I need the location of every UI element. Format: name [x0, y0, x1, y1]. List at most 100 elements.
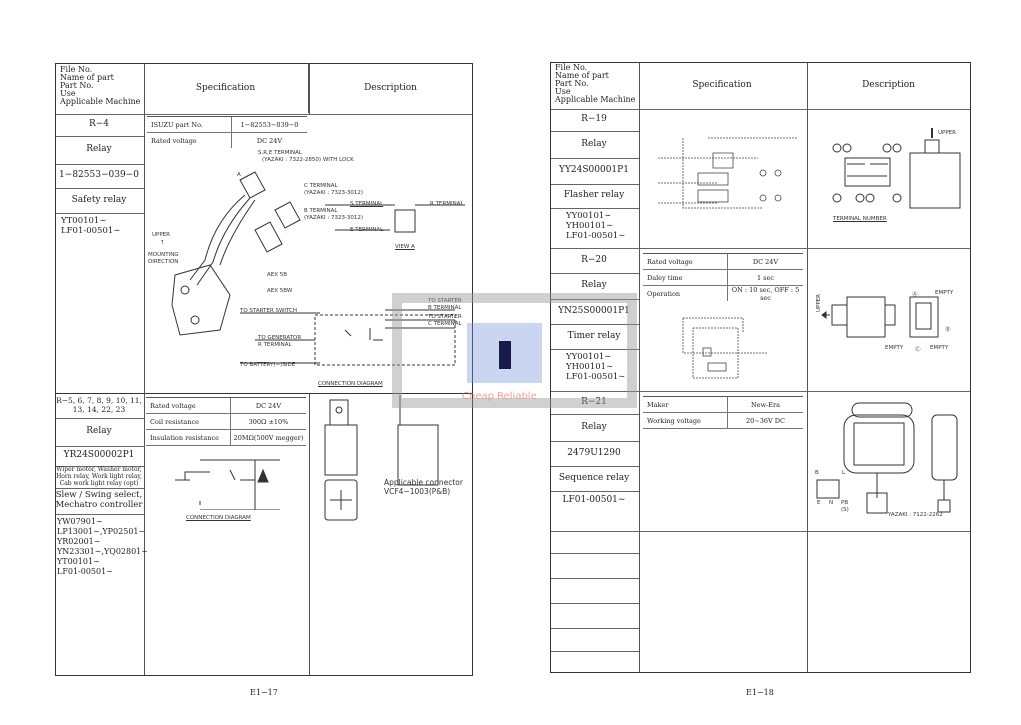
r21-label-s: (S): [841, 507, 849, 513]
label-r-terminal: R TERMINAL: [430, 201, 464, 207]
watermark-text: Cheap Reliable: [462, 391, 537, 402]
spec-value: ON : 10 sec, OFF : 5 sec: [731, 285, 800, 302]
left-page-table: [55, 63, 473, 676]
spec-key: Rated voltage: [643, 254, 728, 269]
machine: LF01-00501∼: [566, 372, 626, 382]
machine: LF01-00501∼: [57, 567, 113, 576]
r20-terminal-b: Ⓑ: [945, 327, 951, 333]
machine: YT00101∼: [61, 216, 107, 226]
header-use: Use: [555, 87, 571, 96]
header-file-no: File No.: [555, 63, 588, 72]
r4-name: Relay: [86, 144, 112, 154]
r5-connection-diagram: [175, 459, 280, 510]
r20-name: Relay: [581, 280, 607, 290]
r21-machines: LF01-00501∼: [550, 490, 638, 510]
r20-terminal-c: Ⓒ: [915, 347, 921, 353]
use-line: Mechatro controller: [55, 500, 143, 510]
spec-key: Rated voltage: [146, 398, 231, 413]
right-page-number: E1−18: [746, 688, 774, 697]
r21-yazaki-label: YAZAKI : 7122-2262: [888, 512, 943, 518]
header-description-right: Description: [862, 80, 915, 90]
applicable-connector-label: Applicable connector: [384, 478, 463, 487]
r20-upper-label: UPPER: [815, 294, 822, 312]
label-c-terminal: C TERMINAL: [304, 183, 338, 189]
r5-name: Relay: [86, 426, 112, 436]
header-part: Part No.: [60, 81, 94, 90]
r20-part: YN25S00001P1: [558, 305, 630, 316]
left-page-number: E1−17: [250, 688, 278, 697]
r19-machines: YY00101∼YH00101∼LF01-00501∼: [550, 207, 654, 251]
label-to-starter-b: TO STARTER: [428, 298, 462, 304]
spec-key: Rated voltage: [147, 133, 232, 148]
r19-file: R−19: [581, 114, 607, 124]
machine: YN23301∼,YQ02801∼: [57, 547, 148, 556]
r21-file: R−21: [581, 396, 607, 407]
r21-label-l: L: [842, 470, 846, 476]
r20-use: Timer relay: [567, 330, 621, 341]
label-sre-terminal-yazaki: (YAZAKI : 7322-2850) WITH LOCK: [262, 157, 354, 163]
label-connection-diagram: CONNECTION DIAGRAM: [318, 381, 383, 387]
safety-relay-drawing: [171, 171, 465, 366]
r20-file: R−20: [581, 254, 607, 265]
machine: YW07901∼: [57, 517, 103, 526]
terminal-number-label: TERMINAL NUMBER: [833, 216, 887, 222]
header-file-no: File No.: [60, 65, 93, 74]
flasher-relay-terminal-drawing: [832, 128, 961, 209]
label-mounting: MOUNTING: [148, 252, 179, 258]
spec-key: Coil resistance: [146, 414, 231, 429]
r21-label-e: E: [817, 500, 821, 506]
timer-relay-circuit: [682, 317, 768, 379]
header-part: Part No.: [555, 79, 589, 88]
spec-value: 1−82553−039−0: [240, 120, 299, 129]
r21-label-pb: PB: [841, 500, 849, 506]
header-fields: File No. Name of part Part No. Use Appli…: [57, 66, 146, 112]
label-c-terminal-2: C TERMINAL: [428, 321, 462, 327]
machine: LF01-00501∼: [566, 231, 626, 241]
label-a: A: [237, 172, 241, 178]
r5-use-detail: Wiper motor, Washer motor,Horn relay, Wo…: [55, 465, 143, 487]
use-line: Cab work light relay (opt): [59, 479, 139, 487]
r4-use: Safety relay: [71, 194, 127, 205]
label-to-starter-c: TO STARTER: [428, 314, 462, 320]
spec-key: Daley time: [643, 270, 728, 285]
label-e-terminal: E TERMINAL: [350, 227, 384, 233]
r21-use: Sequence relay: [558, 472, 630, 483]
r5-machines: YW07901∼LP13001∼,YP02501∼YR02001∼YN23301…: [55, 513, 148, 597]
r21-label-b: B: [815, 470, 819, 476]
r4-file: R−4: [88, 119, 110, 129]
use-line: Slew / Swing select,: [55, 490, 143, 500]
machine: LF01-00501∼: [562, 495, 626, 505]
machine: YY00101∼: [566, 211, 612, 221]
r4-part: 1−82553−039−0: [59, 170, 139, 180]
header-description: Description: [364, 83, 417, 93]
r19-name: Relay: [581, 138, 607, 149]
header-specification-right: Specification: [692, 80, 752, 90]
spec-value: DC 24V: [256, 136, 283, 145]
use-line: Wiper motor, Washer motor,: [56, 465, 142, 473]
header-name: Name of part: [555, 71, 609, 80]
use-line: Horn relay, Work light relay,: [56, 472, 142, 480]
applicable-connector-value: VCF4−1003(P&B): [384, 487, 451, 496]
label-s-terminal: S TERMINAL: [350, 201, 384, 207]
watermark-logo: [467, 323, 542, 383]
spec-key: ISUZU part No.: [147, 117, 232, 132]
spec-value: 20∼36V DC: [746, 416, 785, 425]
machine: YY00101∼: [566, 352, 612, 362]
r20-empty-2: EMPTY: [885, 345, 904, 351]
label-to-battery: TO BATTERY(−)SIDE: [240, 362, 296, 368]
header-machine: Applicable Machine: [60, 97, 141, 106]
label-c-terminal-yazaki: (YAZAKI : 7323-3012): [304, 190, 364, 196]
timer-relay-drawing: [821, 296, 939, 338]
spec-value: DC 24V: [255, 401, 282, 410]
label-arrow: ↑: [160, 240, 165, 246]
r19-use: Flasher relay: [563, 190, 625, 200]
header-specification: Specification: [195, 83, 256, 93]
r20-machines: YY00101∼YH00101∼LF01-00501∼: [550, 348, 654, 394]
spec-key: Working voltage: [643, 413, 728, 428]
label-to-starter-switch: TO STARTER SWITCH: [240, 308, 298, 314]
label-aex5b: AEX 5B: [267, 272, 288, 278]
spec-value: 20MΩ(500V megger): [233, 433, 304, 442]
